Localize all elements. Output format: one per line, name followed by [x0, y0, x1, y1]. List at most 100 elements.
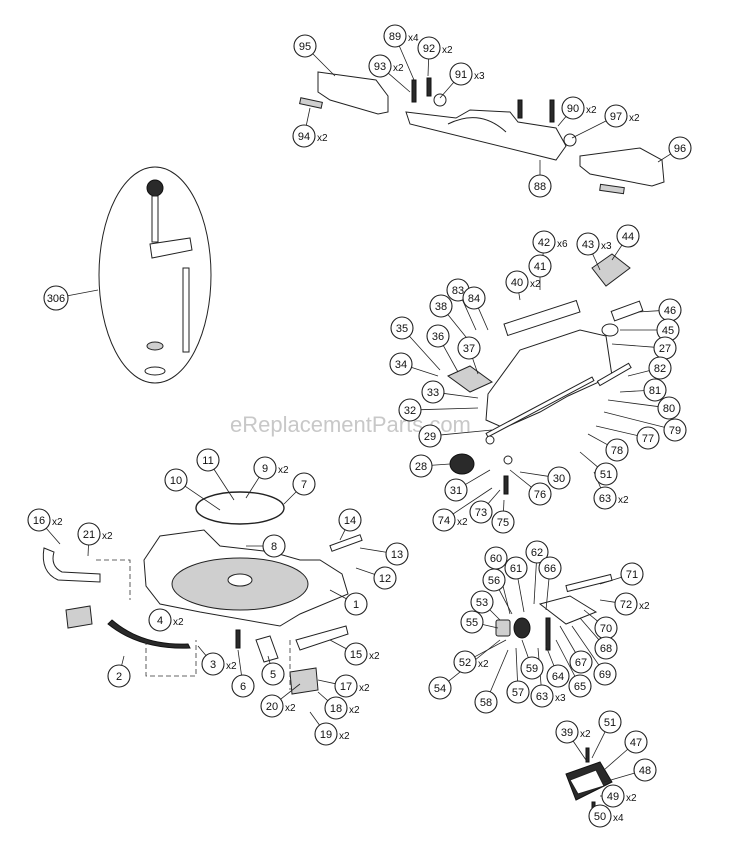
part-callout[interactable]: 84	[462, 286, 486, 310]
part-callout[interactable]: 35	[390, 316, 414, 340]
callout-quantity: x2	[173, 617, 184, 628]
part-callout[interactable]: 33	[421, 380, 445, 404]
part-callout[interactable]: 46	[658, 298, 682, 322]
part-callout[interactable]: 82	[648, 356, 672, 380]
part-callout[interactable]: 60	[484, 546, 508, 570]
part-callout[interactable]: 57	[506, 680, 530, 704]
part-callout[interactable]: 45	[656, 318, 680, 342]
part-callout[interactable]: 36	[426, 324, 450, 348]
part-callout[interactable]: 68	[594, 636, 618, 660]
part-callout[interactable]: 11	[196, 448, 220, 472]
part-callout[interactable]: 1	[344, 592, 368, 616]
part-callout[interactable]: 64	[546, 664, 570, 688]
part-callout[interactable]: 77	[636, 426, 660, 450]
part-callout[interactable]: 7	[292, 472, 316, 496]
part-callout[interactable]: 30	[547, 466, 571, 490]
part-callout[interactable]: 51	[598, 710, 622, 734]
callout-number: 81	[649, 385, 661, 397]
part-callout[interactable]: 10	[164, 468, 188, 492]
part-callout[interactable]: 78	[605, 438, 629, 462]
callout-circle	[636, 426, 660, 450]
part-callout[interactable]: 306	[43, 285, 69, 311]
part-callout[interactable]: 69	[593, 662, 617, 686]
part-callout[interactable]: 71	[620, 562, 644, 586]
callout-circle	[148, 608, 172, 632]
part-callout[interactable]: 14	[338, 508, 362, 532]
part-callout[interactable]: 6	[231, 674, 255, 698]
part-callout[interactable]: 28	[409, 454, 433, 478]
part-callout[interactable]: 44	[616, 224, 640, 248]
part-callout[interactable]: 79	[663, 418, 687, 442]
part-callout[interactable]: 48	[633, 758, 657, 782]
part-callout[interactable]: 88	[528, 174, 552, 198]
part-callout[interactable]: 75	[491, 510, 515, 534]
part-callout[interactable]: 54	[428, 676, 452, 700]
laser-housing-assembly	[565, 747, 613, 819]
part-callout[interactable]: 80	[657, 396, 681, 420]
part-callout[interactable]: 2	[107, 664, 131, 688]
part-callout[interactable]: 70	[594, 616, 618, 640]
part-callout[interactable]: 13	[385, 542, 409, 566]
part-callout[interactable]: 27	[653, 336, 677, 360]
part-callout[interactable]: 55	[460, 610, 484, 634]
part-callout[interactable]: 8	[262, 534, 286, 558]
part-callout[interactable]: 62	[525, 540, 549, 564]
fence-bolt-c	[517, 99, 523, 119]
part-callout[interactable]: 12	[373, 566, 397, 590]
part-callout[interactable]: 31	[444, 478, 468, 502]
part-callout[interactable]: 47	[624, 730, 648, 754]
part-callout[interactable]: 65	[568, 674, 592, 698]
bevel-washer-b	[503, 455, 513, 465]
callout-circle	[196, 448, 220, 472]
part-callout[interactable]: 37	[457, 336, 481, 360]
part-callout[interactable]: 29	[418, 424, 442, 448]
part-callout[interactable]: 53	[470, 590, 494, 614]
part-callout[interactable]: 51	[594, 462, 618, 486]
part-callout[interactable]: 32	[398, 398, 422, 422]
part-callout[interactable]: 59	[520, 656, 544, 680]
part-callout[interactable]: 76	[528, 482, 552, 506]
part-callout[interactable]: 81	[643, 378, 667, 402]
part-callout[interactable]: 41	[528, 254, 552, 278]
part-callout[interactable]: 66	[538, 556, 562, 580]
part-callout[interactable]: 56	[482, 568, 506, 592]
part-callout[interactable]: 38	[429, 294, 453, 318]
part-callout[interactable]: 96	[668, 136, 692, 160]
part-callout[interactable]: 58	[474, 690, 498, 714]
part-callout[interactable]: 34	[389, 352, 413, 376]
callout-number: 71	[626, 569, 638, 581]
part-callout[interactable]: 61	[504, 556, 528, 580]
part-callout[interactable]: 67	[569, 650, 593, 674]
part-callout[interactable]: 95	[293, 34, 317, 58]
part-callout[interactable]: 73	[469, 500, 493, 524]
part-callout[interactable]: 5	[261, 662, 285, 686]
